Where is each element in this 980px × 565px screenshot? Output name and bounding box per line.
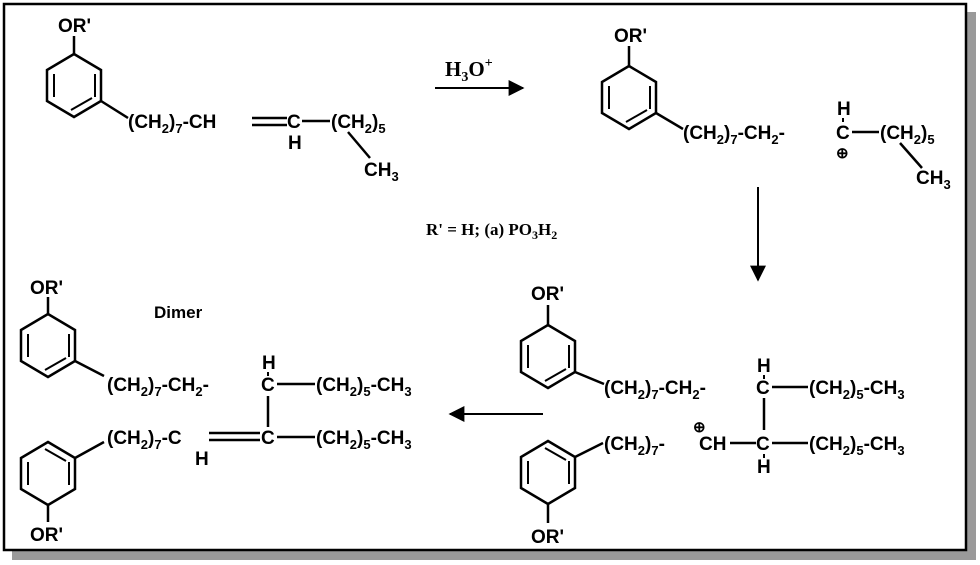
alkene-hydrogen: H <box>288 133 302 154</box>
cation-carbon: C <box>836 123 850 144</box>
alkene-carbon: C <box>287 112 301 133</box>
lower-hexyl-chain: (CH2)5-CH3 <box>316 428 412 452</box>
benzene-ring <box>45 52 103 119</box>
lower-branch-carbon: C <box>756 434 770 455</box>
molecule-dimer: Dimer OR' (CH2)7-CH2- H C (CH2)5-CH3 OR'… <box>19 278 412 546</box>
molecule-carbocation: OR' (CH2)7-CH2- H C ⊕ (CH2)5 CH3 <box>600 26 951 192</box>
or-prime-label: OR' <box>614 26 647 47</box>
cation-ch: CH <box>699 434 726 455</box>
molecule-dimer-cation: OR' (CH2)7-CH2- H C (CH2)5-CH3 OR' (CH2)… <box>519 284 905 548</box>
benzene-ring-upper <box>519 323 577 390</box>
chain-formula: (CH2)7-CH2- <box>683 123 785 147</box>
or-prime-label: OR' <box>30 278 63 299</box>
upper-chain-formula: (CH2)7-CH2- <box>107 375 209 399</box>
cation-hydrogen: H <box>837 99 851 120</box>
upper-branch-hydrogen: H <box>262 353 276 374</box>
or-prime-label: OR' <box>531 284 564 305</box>
or-prime-label: OR' <box>58 16 91 37</box>
lower-chain-formula: (CH2)7- <box>604 434 665 458</box>
lower-branch-hydrogen: H <box>757 457 771 478</box>
upper-branch-carbon: C <box>756 378 770 399</box>
benzene-ring <box>600 64 658 131</box>
benzene-ring-upper <box>19 312 77 379</box>
dimer-label: Dimer <box>154 303 203 322</box>
reagent-label: H3O+ <box>445 56 493 85</box>
upper-chain-formula: (CH2)7-CH2- <box>604 378 706 402</box>
lower-hexyl-chain: (CH2)5-CH3 <box>809 434 905 458</box>
plus-charge-icon: ⊕ <box>836 145 849 162</box>
terminal-methyl: CH3 <box>364 160 399 184</box>
alkene-hydrogen: H <box>195 449 209 470</box>
upper-hexyl-chain: (CH2)5-CH3 <box>316 375 412 399</box>
or-prime-label: OR' <box>30 525 63 546</box>
frame-border <box>2 2 968 552</box>
lower-chain-formula: (CH2)7-C <box>107 428 182 452</box>
chain-formula: (CH2)7-CH <box>128 112 216 136</box>
hexyl-chain: (CH2)5 <box>880 123 935 147</box>
substituent-note: R' = H; (a) PO3H2 <box>426 220 557 242</box>
hexyl-chain: (CH2)5 <box>331 112 386 136</box>
upper-branch-carbon: C <box>261 375 275 396</box>
lower-branch-carbon: C <box>261 428 275 449</box>
upper-branch-hydrogen: H <box>757 356 771 377</box>
or-prime-label: OR' <box>531 527 564 548</box>
upper-hexyl-chain: (CH2)5-CH3 <box>809 378 905 402</box>
terminal-methyl: CH3 <box>916 168 951 192</box>
plus-charge-icon: ⊕ <box>693 419 706 436</box>
molecule-starting-material: OR' (CH2)7-CH C H (CH2)5 CH3 <box>45 16 399 184</box>
